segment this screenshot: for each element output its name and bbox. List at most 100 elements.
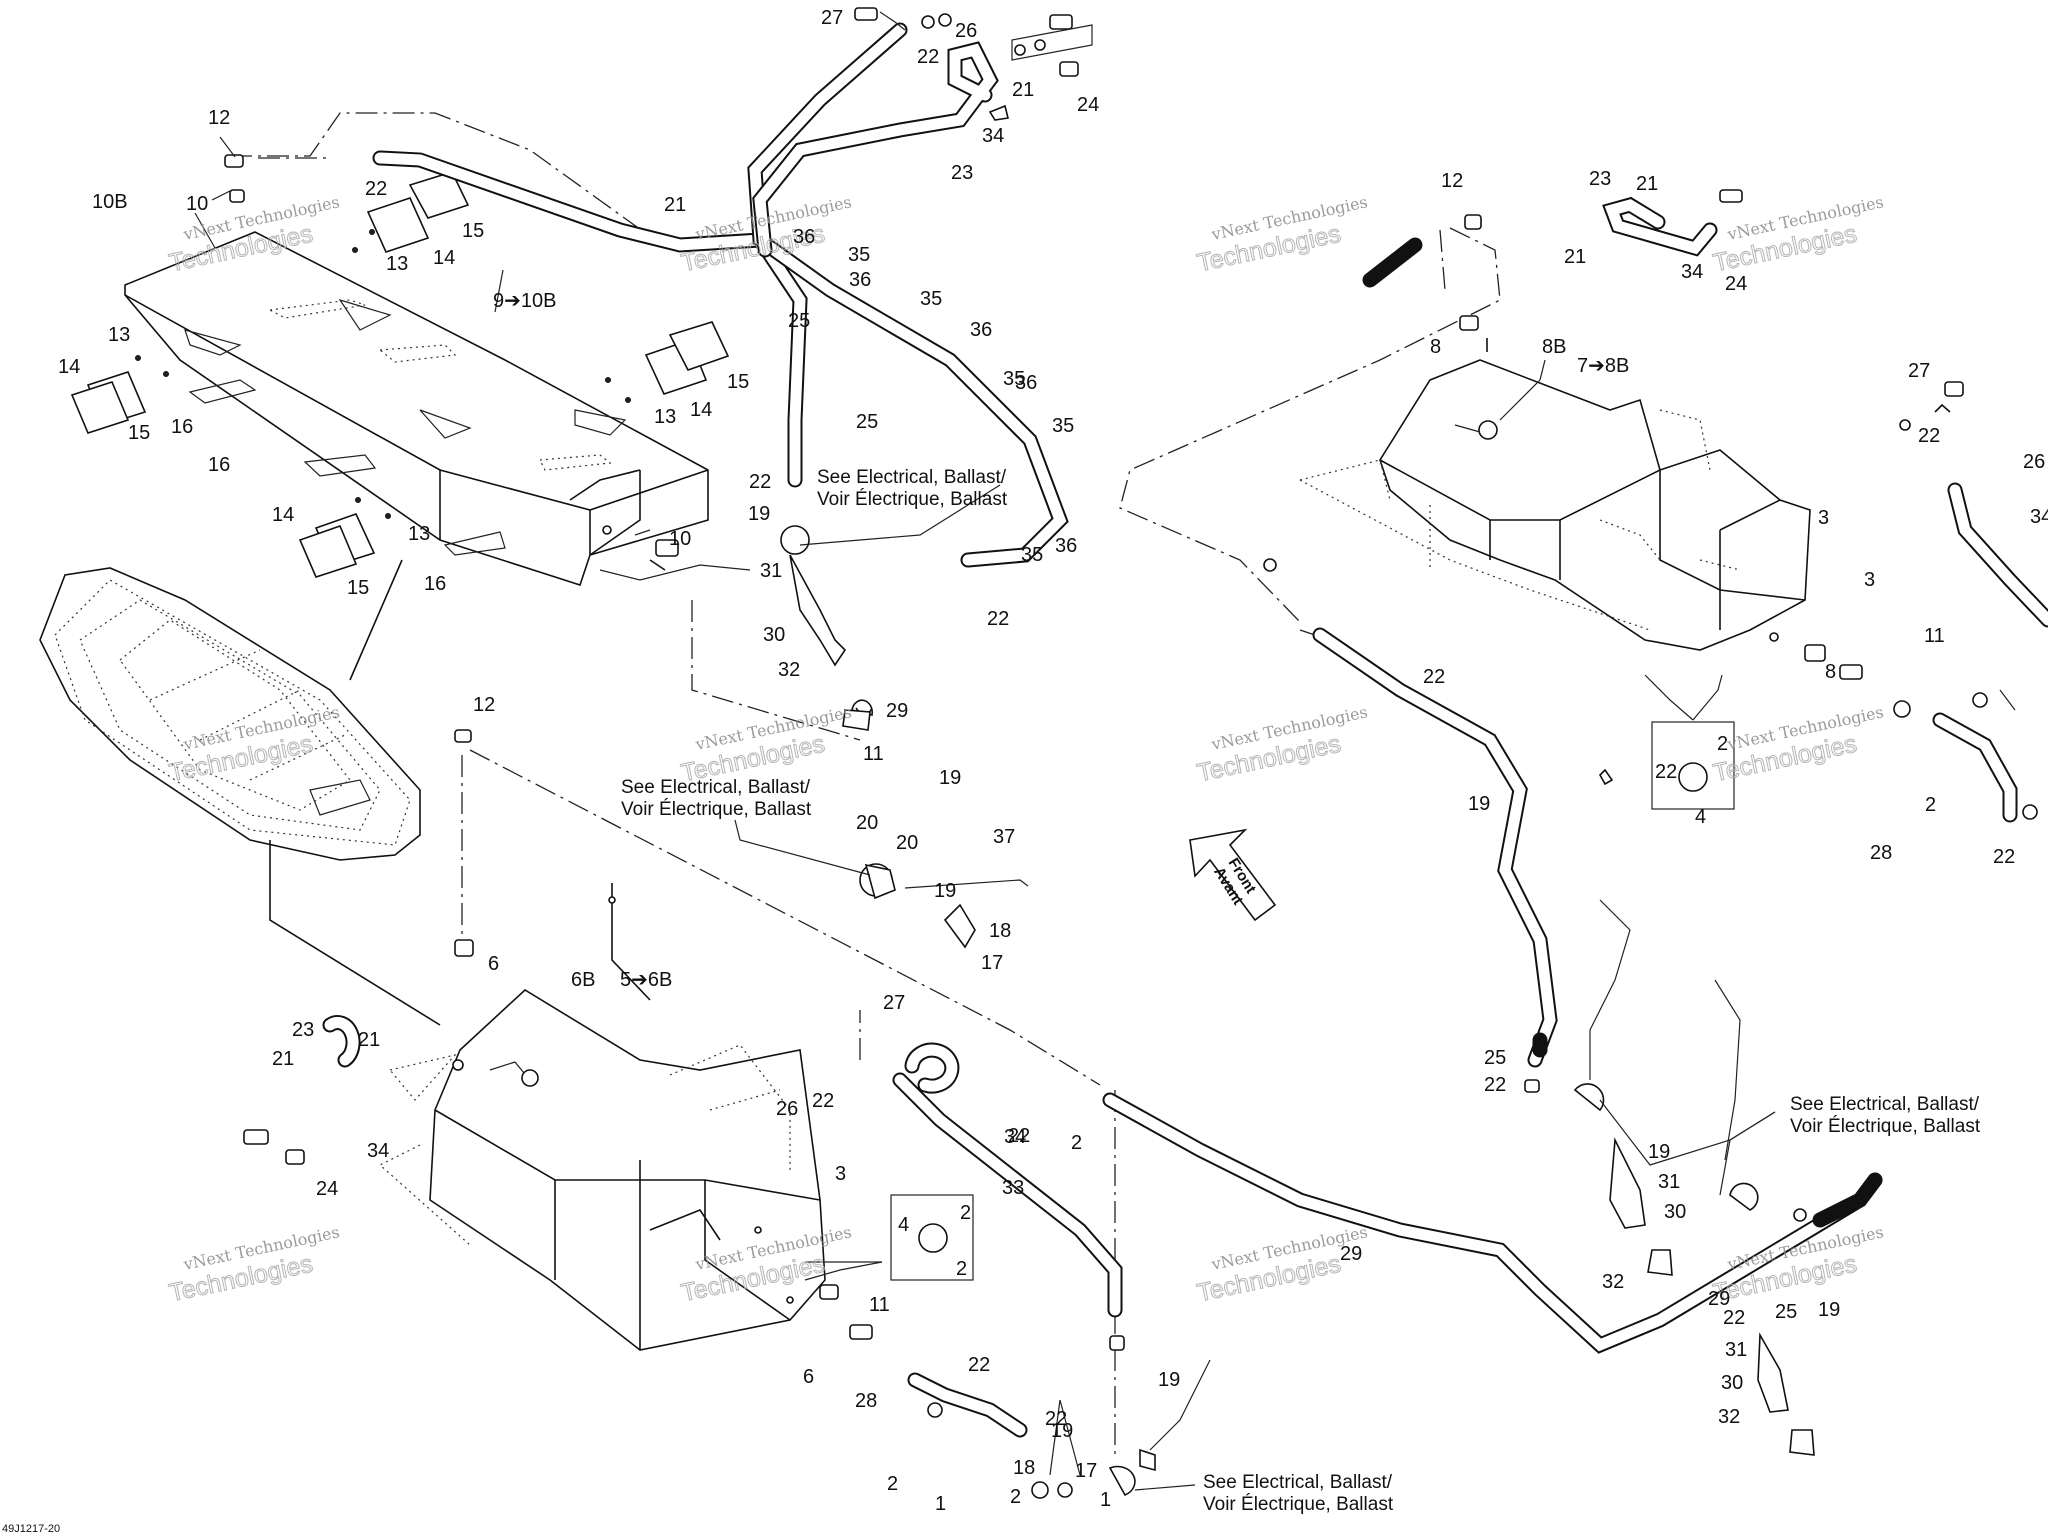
- callout-label: 17: [1075, 1460, 1097, 1482]
- callout-label: 8B: [1542, 336, 1566, 358]
- callout-label: 22: [1993, 846, 2015, 868]
- callout-label: 11: [869, 1294, 890, 1316]
- callout-label: 32: [1718, 1406, 1740, 1428]
- callout-label: 19: [1468, 793, 1490, 815]
- callout-label: 17: [981, 952, 1003, 974]
- callout-label: 23: [1589, 168, 1611, 190]
- callout-label: 36: [1055, 535, 1077, 557]
- callout-label: 23: [292, 1019, 314, 1041]
- callout-label: 2: [960, 1202, 971, 1224]
- callout-label: 35: [848, 244, 870, 266]
- top-fittings: [224, 7, 2038, 1499]
- callout-label: 32: [778, 659, 800, 681]
- hoses: [322, 22, 2048, 1438]
- callout-label: 22: [1484, 1074, 1506, 1096]
- callout-label: 2: [1717, 733, 1728, 755]
- callout-label: 22: [917, 46, 939, 68]
- callout-label: 22: [1008, 1125, 1030, 1147]
- callout-label: 13: [386, 253, 408, 275]
- electrical-notes: See Electrical, Ballast/ Voir Électrique…: [621, 467, 1981, 1515]
- callout-label: 2: [887, 1473, 898, 1495]
- callout-label: 15: [347, 577, 369, 599]
- callout-label: 19: [1158, 1369, 1180, 1391]
- callout-label: 25: [1484, 1047, 1506, 1069]
- callout-label: 3: [1864, 569, 1875, 591]
- callout-label: 16: [171, 416, 193, 438]
- callout-label: 2: [956, 1258, 967, 1280]
- upper-left-ballast-bag: [124, 231, 709, 587]
- callout-label: 36: [849, 269, 871, 291]
- callout-label: 24: [1077, 94, 1099, 116]
- callout-label: 27: [821, 7, 843, 29]
- callout-label: 19: [939, 767, 961, 789]
- callout-label: 15: [727, 371, 749, 393]
- callout-label: 18: [1013, 1457, 1035, 1479]
- callout-label: 31: [760, 560, 782, 582]
- callout-label: 25: [1775, 1301, 1797, 1323]
- callout-label: 24: [1725, 273, 1747, 295]
- note-2-line1: See Electrical, Ballast/: [621, 777, 811, 798]
- callout-label: 29: [1340, 1243, 1362, 1265]
- callout-label: 34: [1681, 261, 1703, 283]
- callout-label: 20: [856, 812, 878, 834]
- callout-label: 18: [989, 920, 1011, 942]
- callout-label: 30: [1664, 1201, 1686, 1223]
- callout-label: 15: [128, 422, 150, 444]
- callout-label: 9➔10B: [493, 290, 556, 312]
- callout-label: 22: [1723, 1307, 1745, 1329]
- callout-label: 16: [208, 454, 230, 476]
- callout-label: 3: [1818, 507, 1829, 529]
- note-2-line2: Voir Électrique, Ballast: [621, 799, 812, 820]
- pumps-and-fittings: [599, 525, 2016, 1497]
- callout-label: 8: [1430, 336, 1441, 358]
- leader-lines: [194, 11, 1776, 1491]
- callout-label: 10B: [92, 191, 128, 213]
- bag-retainer-brackets: [70, 171, 730, 578]
- callout-label: 19: [1648, 1141, 1670, 1163]
- callout-label: 19: [934, 880, 956, 902]
- callout-label: 4: [898, 1214, 909, 1236]
- callout-label: 14: [58, 356, 80, 378]
- callout-label: 27: [1908, 360, 1930, 382]
- callout-label: 29: [1708, 1288, 1730, 1310]
- drawing-code: 49J1217-20: [2, 1523, 60, 1535]
- callout-label: 30: [1721, 1372, 1743, 1394]
- callout-label: 12: [208, 107, 230, 129]
- callout-label: 31: [1725, 1339, 1747, 1361]
- callout-label: 21: [272, 1048, 294, 1070]
- callout-label: 21: [1564, 246, 1586, 268]
- callout-label: 19: [748, 503, 770, 525]
- callout-label: 23: [951, 162, 973, 184]
- callout-label: 2: [1925, 794, 1936, 816]
- callout-label: 22: [365, 178, 387, 200]
- callout-label: 3: [835, 1163, 846, 1185]
- callout-label: 21: [664, 194, 686, 216]
- callout-label: 15: [462, 220, 484, 242]
- callout-label: 12: [473, 694, 495, 716]
- callout-label: 22: [1423, 666, 1445, 688]
- callout-label: 14: [690, 399, 712, 421]
- callout-label: 16: [424, 573, 446, 595]
- callout-label: 10: [186, 193, 208, 215]
- callout-label: 28: [1870, 842, 1892, 864]
- callout-label: 22: [987, 608, 1009, 630]
- callout-label: 36: [793, 226, 815, 248]
- callout-label: 26: [776, 1098, 798, 1120]
- callout-label: 11: [1924, 625, 1945, 647]
- callout-label: 36: [1015, 372, 1037, 394]
- callout-label: 22: [1918, 425, 1940, 447]
- callout-label: 34: [2030, 506, 2048, 528]
- note-1-line2: Voir Électrique, Ballast: [817, 489, 1008, 510]
- callout-label: 32: [1602, 1271, 1624, 1293]
- callout-label: 7➔8B: [1577, 355, 1629, 377]
- callout-label: 34: [367, 1140, 389, 1162]
- callout-label: 4: [1695, 806, 1706, 828]
- callout-label: 21: [1636, 173, 1658, 195]
